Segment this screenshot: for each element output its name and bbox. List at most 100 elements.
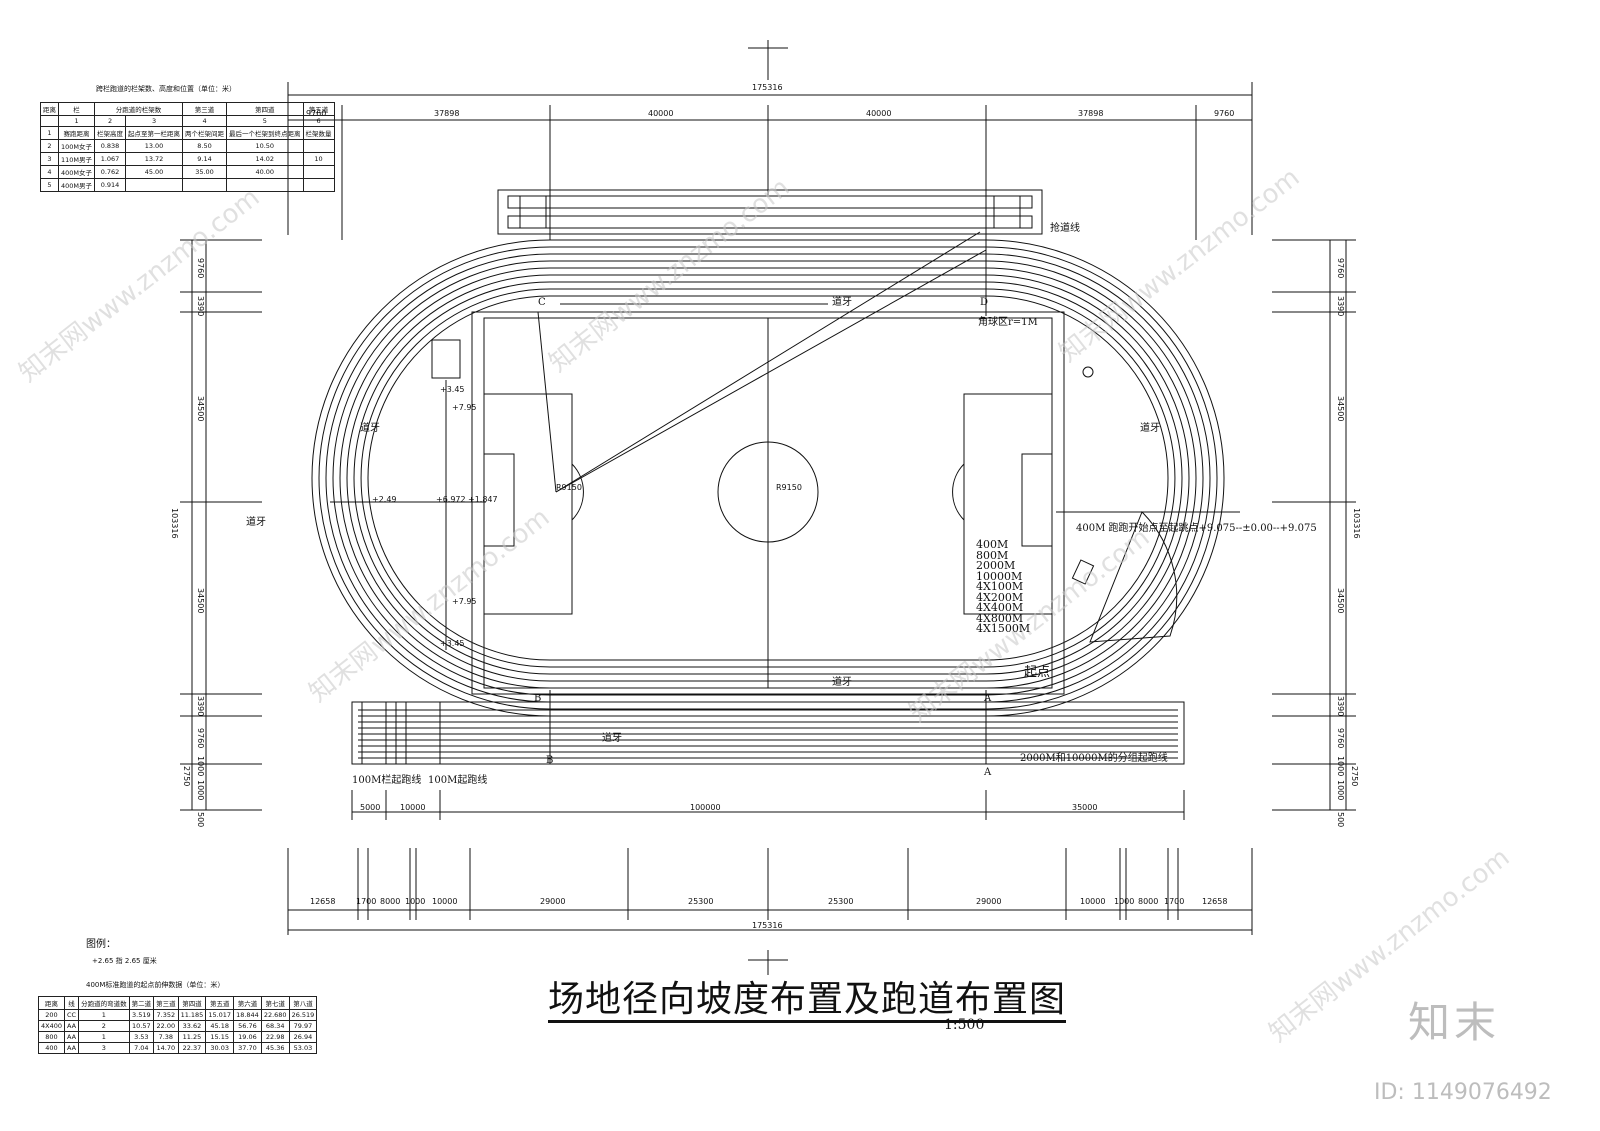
table-row: 距离 栏 分跑道的栏架数 第三道 第四道 第五道 <box>40 102 335 116</box>
dim-left-5: 3390 <box>196 696 205 717</box>
point-a-lower: A <box>984 767 992 778</box>
table-cell: 第四道 <box>177 996 207 1010</box>
table-row: 2 100M女子 0.838 13.00 8.50 10.50 <box>40 139 335 153</box>
curb-label: 道牙 <box>360 423 380 434</box>
table-cell: AA <box>63 1042 80 1054</box>
table-cell: 4 <box>182 115 228 127</box>
dim-left-7: 1000 <box>196 756 205 777</box>
table-cell: 10.50 <box>226 139 304 153</box>
table-cell: 1 <box>57 115 96 127</box>
table-cell: 26.519 <box>288 1009 318 1021</box>
table-cell: 18.844 <box>233 1009 262 1021</box>
table-row: 4X400 AA 2 10.57 22.00 33.62 45.18 56.76… <box>38 1020 318 1032</box>
table-cell: 2 <box>40 139 59 153</box>
dim-lower-1: 5000 <box>360 803 381 812</box>
table-cell: 15.15 <box>205 1031 235 1043</box>
table-cell: 26.94 <box>288 1031 318 1043</box>
table-row: 200 CC 1 3.519 7.352 11.185 15.017 18.84… <box>38 1009 318 1021</box>
start-point-label: 起点 <box>1024 665 1051 680</box>
table-cell: 7.352 <box>153 1009 179 1021</box>
dim-right-1: 9760 <box>1336 258 1345 279</box>
table-cell <box>302 165 335 179</box>
drawing-title: 场地径向坡度布置及跑道布置图 <box>548 982 1067 1023</box>
elevation: +3.45 <box>440 385 465 394</box>
dim-left-9: 1000 <box>196 780 205 801</box>
elevation: +7.95 <box>452 403 477 412</box>
legend-title: 图例： <box>86 939 116 950</box>
curb-label: 道牙 <box>832 297 852 308</box>
overall-width-bottom: 175316 <box>752 921 783 930</box>
point-d: D <box>980 297 989 308</box>
overall-height-right: 103316 <box>1352 508 1361 539</box>
table-cell: 3.53 <box>128 1031 155 1043</box>
table-cell: 15.017 <box>205 1009 235 1021</box>
table-cell: 0.838 <box>94 139 127 153</box>
dim-right-6: 9760 <box>1336 728 1345 749</box>
table-cell: 37.70 <box>233 1042 262 1054</box>
dim-bottom-3: 8000 <box>380 897 401 906</box>
table-cell: 11.25 <box>177 1031 207 1043</box>
table-cell: 1 <box>40 126 59 140</box>
table-cell: 110M男子 <box>57 152 96 166</box>
table-cell: 22.98 <box>260 1031 290 1043</box>
event-item: 2000M <box>976 559 1016 572</box>
arc-radius-label: R9150 <box>556 483 582 492</box>
event-item: 10000M <box>976 569 1023 583</box>
dim-right-8: 2750 <box>1350 766 1359 787</box>
image-id: ID: 1149076492 <box>1374 1080 1552 1105</box>
table-cell: 0.762 <box>94 165 127 179</box>
dim-right-4: 34500 <box>1336 588 1345 614</box>
dim-left-8: 2750 <box>182 766 191 787</box>
table-cell: 2 <box>78 1020 130 1032</box>
stagger-table: 距离 线 分跑道的弯道数 第二道 第三道 第四道 第五道 第六道 第七道 第八道… <box>38 996 318 1054</box>
table-cell: 400M男子 <box>57 178 96 192</box>
table-cell: 第五道 <box>205 996 235 1010</box>
table-row: 5 400M男子 0.914 <box>40 178 335 192</box>
dim-bottom-2: 1700 <box>356 897 377 906</box>
event-item: 4X400M <box>976 601 1024 614</box>
table-cell: 第三道 <box>182 102 228 116</box>
table-cell: 栏架高度 <box>94 126 127 140</box>
point-b: B <box>534 693 542 704</box>
table-cell <box>302 178 335 192</box>
table-cell: 400M女子 <box>57 165 96 179</box>
table-cell: 22.00 <box>153 1020 179 1032</box>
dim-bottom-12: 8000 <box>1138 897 1159 906</box>
table-cell: 最后一个栏架到终点距离 <box>226 126 304 140</box>
elevation: +1.847 <box>468 495 498 504</box>
dim-left-10: 500 <box>196 812 205 828</box>
table-cell: 56.76 <box>233 1020 262 1032</box>
dim-top-6: 9760 <box>1214 109 1235 118</box>
table-cell <box>125 178 184 192</box>
event-item: 4X100M <box>976 580 1024 593</box>
dim-right-10: 500 <box>1336 812 1345 828</box>
table-cell: 1 <box>78 1031 130 1043</box>
table-cell: 5 <box>226 115 304 127</box>
curb-label: 道牙 <box>602 733 622 744</box>
dim-bottom-11: 1000 <box>1114 897 1135 906</box>
table-cell: 11.185 <box>177 1009 207 1021</box>
table-cell: 1 <box>78 1009 130 1021</box>
point-a: A <box>984 693 992 704</box>
dim-bottom-5: 10000 <box>432 897 458 906</box>
table-row: 1 赛跑距离 栏架高度 起点至第一栏距离 两个栏架间距 最后一个栏架到终点距离 … <box>40 126 335 140</box>
table-cell: 400 <box>38 1042 65 1054</box>
table-row: 1 2 3 4 5 6 <box>40 115 335 127</box>
table-row: 400 AA 3 7.04 14.70 22.37 30.03 37.70 45… <box>38 1042 318 1054</box>
table-cell: 22.37 <box>177 1042 207 1054</box>
dim-left-6: 9760 <box>196 728 205 749</box>
dim-lower-4: 35000 <box>1072 803 1098 812</box>
table-cell: AA <box>63 1031 80 1043</box>
table-cell: 0.914 <box>94 178 127 192</box>
dim-left-3: 34500 <box>196 396 205 422</box>
400m-start-note: 400M 跑跑开始点至起跳点+9.075--±0.00--+9.075 <box>1076 523 1317 534</box>
table-cell <box>182 178 228 192</box>
table-cell: 6 <box>302 115 335 127</box>
break-line-label: 抢道线 <box>1050 223 1080 234</box>
table-cell: 22.680 <box>260 1009 290 1021</box>
point-c: C <box>538 297 546 308</box>
table-cell: 分跑道的弯道数 <box>78 996 130 1010</box>
table-cell: 赛跑距离 <box>57 126 96 140</box>
table-cell: 第二道 <box>128 996 155 1010</box>
